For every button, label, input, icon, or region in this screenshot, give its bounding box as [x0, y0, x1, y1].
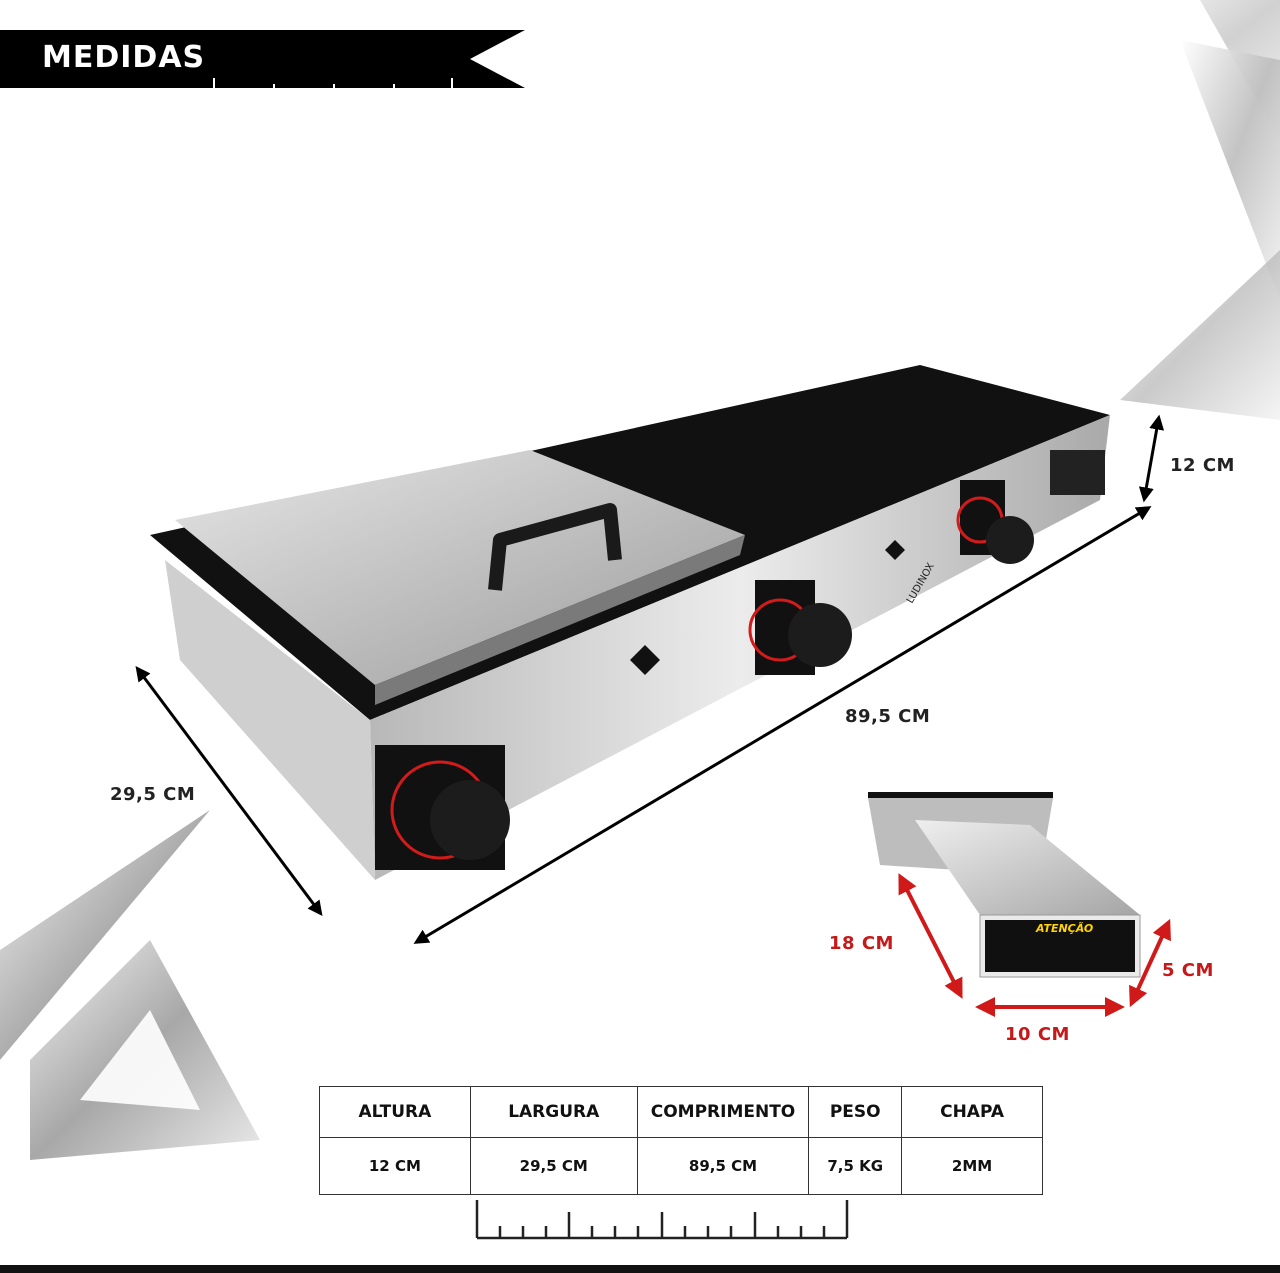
decor-triangle-top-right	[1100, 0, 1280, 420]
drawer-label-title: ATENÇÃO	[1036, 922, 1094, 935]
spec-value-plate: 2MM	[901, 1137, 1043, 1195]
header-banner: MEDIDAS	[0, 30, 530, 103]
spec-value-height: 12 CM	[319, 1137, 471, 1195]
spec-header-height: ALTURA	[319, 1086, 471, 1138]
spec-value-width: 29,5 CM	[469, 1137, 638, 1195]
spec-value-weight: 7,5 KG	[808, 1137, 903, 1195]
drawer-height-label: 5 CM	[1162, 960, 1214, 981]
drawer-width-label: 10 CM	[1005, 1024, 1070, 1045]
spec-table: ALTURA LARGURA COMPRIMENTO PESO CHAPA 12…	[319, 1086, 1043, 1195]
spec-header-plate: CHAPA	[901, 1086, 1043, 1138]
header-title: MEDIDAS	[42, 40, 206, 75]
spec-table-value-row: 12 CM 29,5 CM 89,5 CM 7,5 KG 2MM	[319, 1137, 1043, 1195]
ruler-bottom-icon	[475, 1200, 849, 1240]
spec-table-header-row: ALTURA LARGURA COMPRIMENTO PESO CHAPA	[319, 1086, 1043, 1138]
drawer-illustration	[868, 792, 1141, 978]
spec-header-width: LARGURA	[469, 1086, 638, 1138]
spec-value-length: 89,5 CM	[636, 1137, 810, 1195]
ruler-icon	[213, 78, 453, 103]
dimension-width-label: 29,5 CM	[110, 784, 196, 805]
dimension-length-label: 89,5 CM	[845, 706, 931, 727]
spec-header-length: COMPRIMENTO	[636, 1086, 810, 1138]
drawer-depth-label: 18 CM	[829, 933, 894, 954]
bottom-edge-bar	[0, 1265, 1280, 1273]
dimension-height-label: 12 CM	[1170, 455, 1235, 476]
spec-header-weight: PESO	[808, 1086, 903, 1138]
